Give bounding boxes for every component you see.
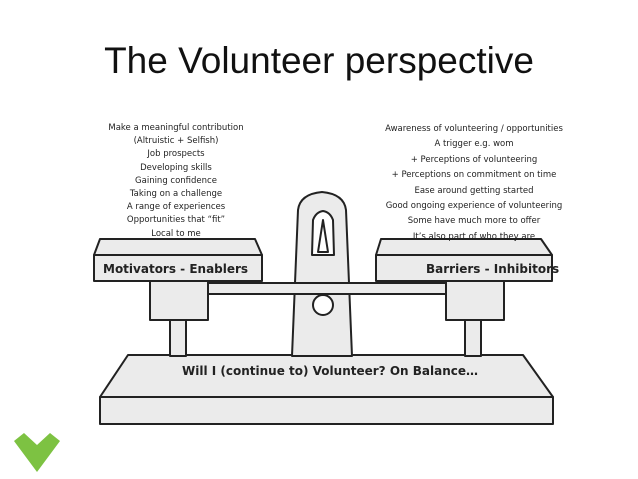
page-title: The Volunteer perspective [104,40,534,81]
scale-column [291,191,353,357]
left-support-stem [169,319,187,357]
barriers-list: Awareness of volunteering / opportunitie… [374,122,574,245]
list-item: A range of experiences [126,202,226,213]
left-support-block [149,279,209,321]
scale-beam [177,282,461,295]
heart-logo-icon [14,433,60,472]
list-item: (Altruistic + Selfish) [133,136,219,147]
left-pan-top [93,238,263,256]
balance-question: Will I (continue to) Volunteer? On Balan… [182,364,478,378]
motivators-list: Make a meaningful contribution (Altruist… [96,122,256,241]
list-item: Opportunities that “fit” [126,215,226,226]
list-item: A trigger e.g. wom [434,139,514,150]
pivot-circle [312,294,334,316]
list-item: It’s also part of who they are [412,231,536,242]
list-item: Gaining confidence [135,175,217,186]
motivators-label: Motivators - Enablers [103,262,249,276]
list-item: + Perceptions of volunteering [410,154,538,165]
indicator-needle [317,219,329,253]
barriers-label: Barriers - Inhibitors [426,262,560,276]
list-item: Awareness of volunteering / opportunitie… [385,124,563,134]
list-item: Ease around getting started [414,185,534,196]
list-item: + Perceptions on commitment on time [391,170,557,181]
scale-base-front [99,396,554,425]
list-item: Some have much more to offer [407,216,541,227]
list-item: Local to me [151,228,201,239]
right-support-stem [464,319,482,357]
right-pan-front [375,254,553,282]
list-item: Job prospects [147,149,205,160]
right-support-block [445,279,505,321]
list-item: Make a meaningful contribution [108,123,244,133]
left-pan-front [93,254,263,282]
list-item: Taking on a challenge [129,189,223,200]
list-item: Good ongoing experience of volunteering [385,201,563,212]
list-item: Developing skills [140,162,212,173]
